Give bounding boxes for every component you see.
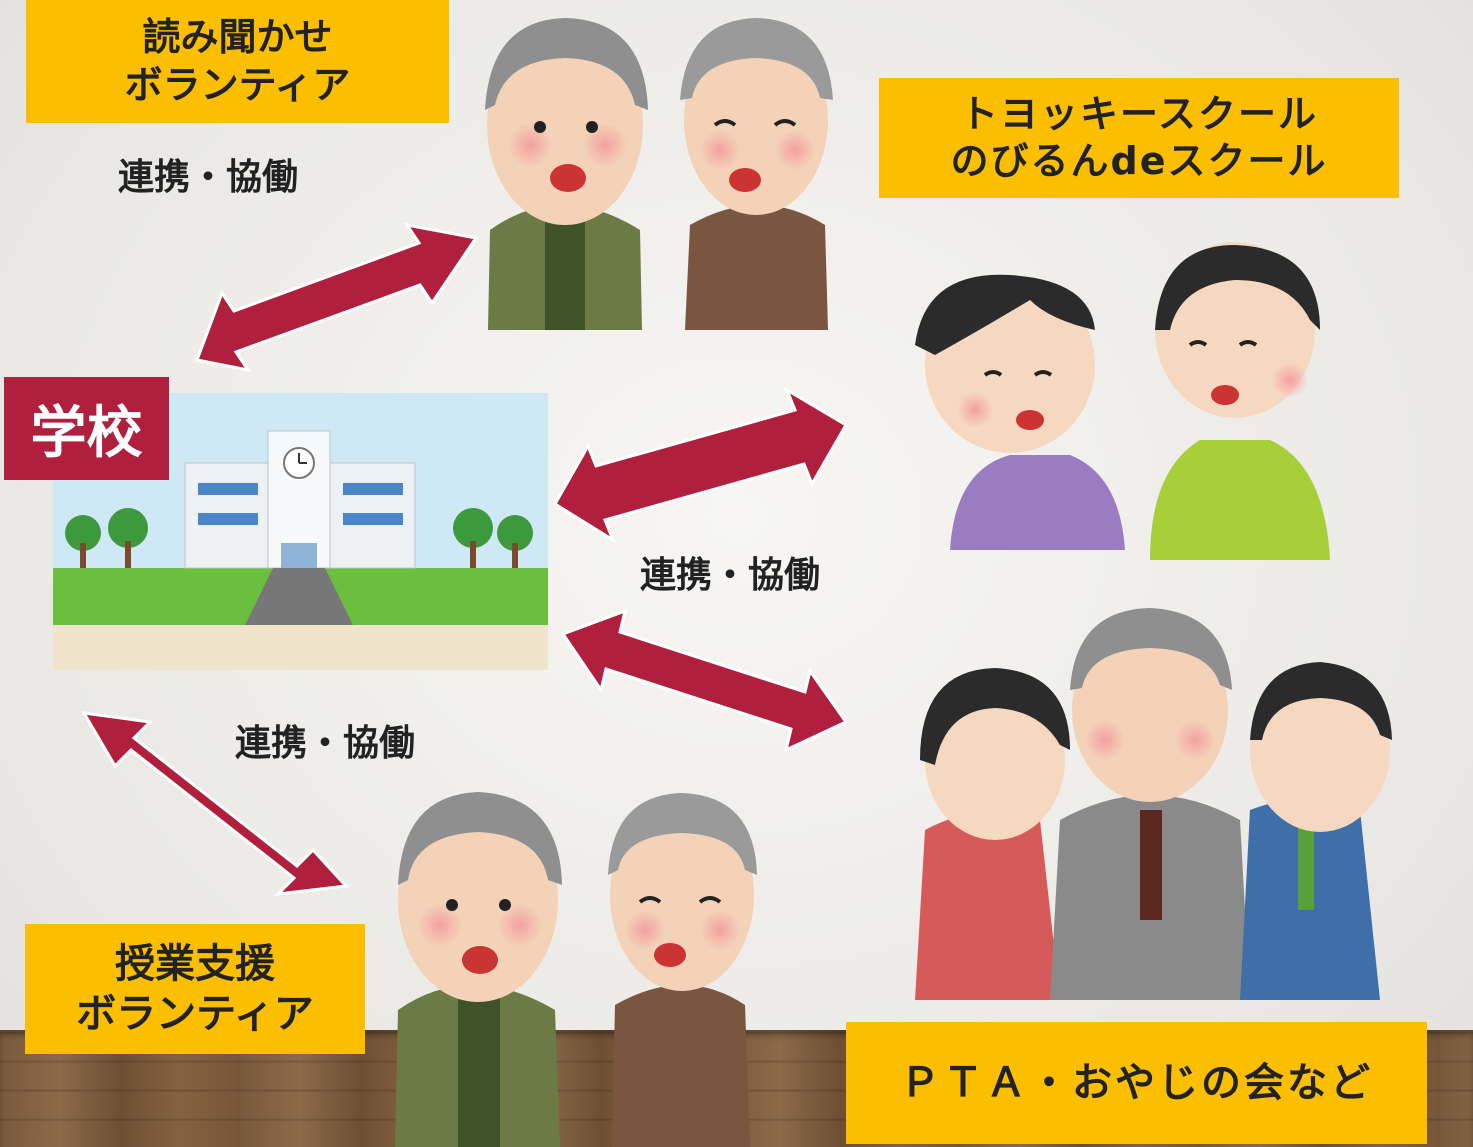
arrow-top-left	[194, 222, 479, 373]
cooperation-text-top: 連携・協働	[118, 157, 299, 198]
class-support-volunteers-illustration	[395, 792, 757, 1147]
reading-volunteer-line-2: ボランティア	[124, 62, 351, 107]
toyokki-line-1: トヨッキースクール	[959, 91, 1319, 136]
cooperation-text-middle: 連携・協働	[640, 555, 821, 596]
class-support-line-1: 授業支援	[115, 941, 275, 987]
class-support-line-2: ボランティア	[76, 991, 314, 1037]
school-illustration	[53, 393, 548, 670]
class-support-label: 授業支援 ボランティア	[25, 924, 365, 1054]
reading-volunteers-illustration	[485, 18, 833, 330]
pta-label: ＰＴＡ・おやじの会など	[846, 1022, 1427, 1144]
pta-illustration	[915, 608, 1392, 1000]
arrow-bottom-left	[81, 711, 350, 896]
arrow-middle-right	[552, 386, 849, 544]
reading-volunteer-line-1: 読み聞かせ	[142, 15, 333, 59]
toyokki-illustration	[915, 242, 1330, 560]
toyokki-school-label: トヨッキースクール のびるんdeスクール	[879, 78, 1399, 198]
cooperation-text-bottom: 連携・協働	[235, 723, 416, 764]
pta-text: ＰＴＡ・おやじの会など	[900, 1060, 1373, 1106]
toyokki-line-2: のびるんdeスクール	[950, 139, 1328, 183]
school-label: 学校	[4, 377, 169, 480]
arrow-lower-right	[560, 608, 849, 753]
reading-volunteer-label: 読み聞かせ ボランティア	[26, 0, 449, 123]
